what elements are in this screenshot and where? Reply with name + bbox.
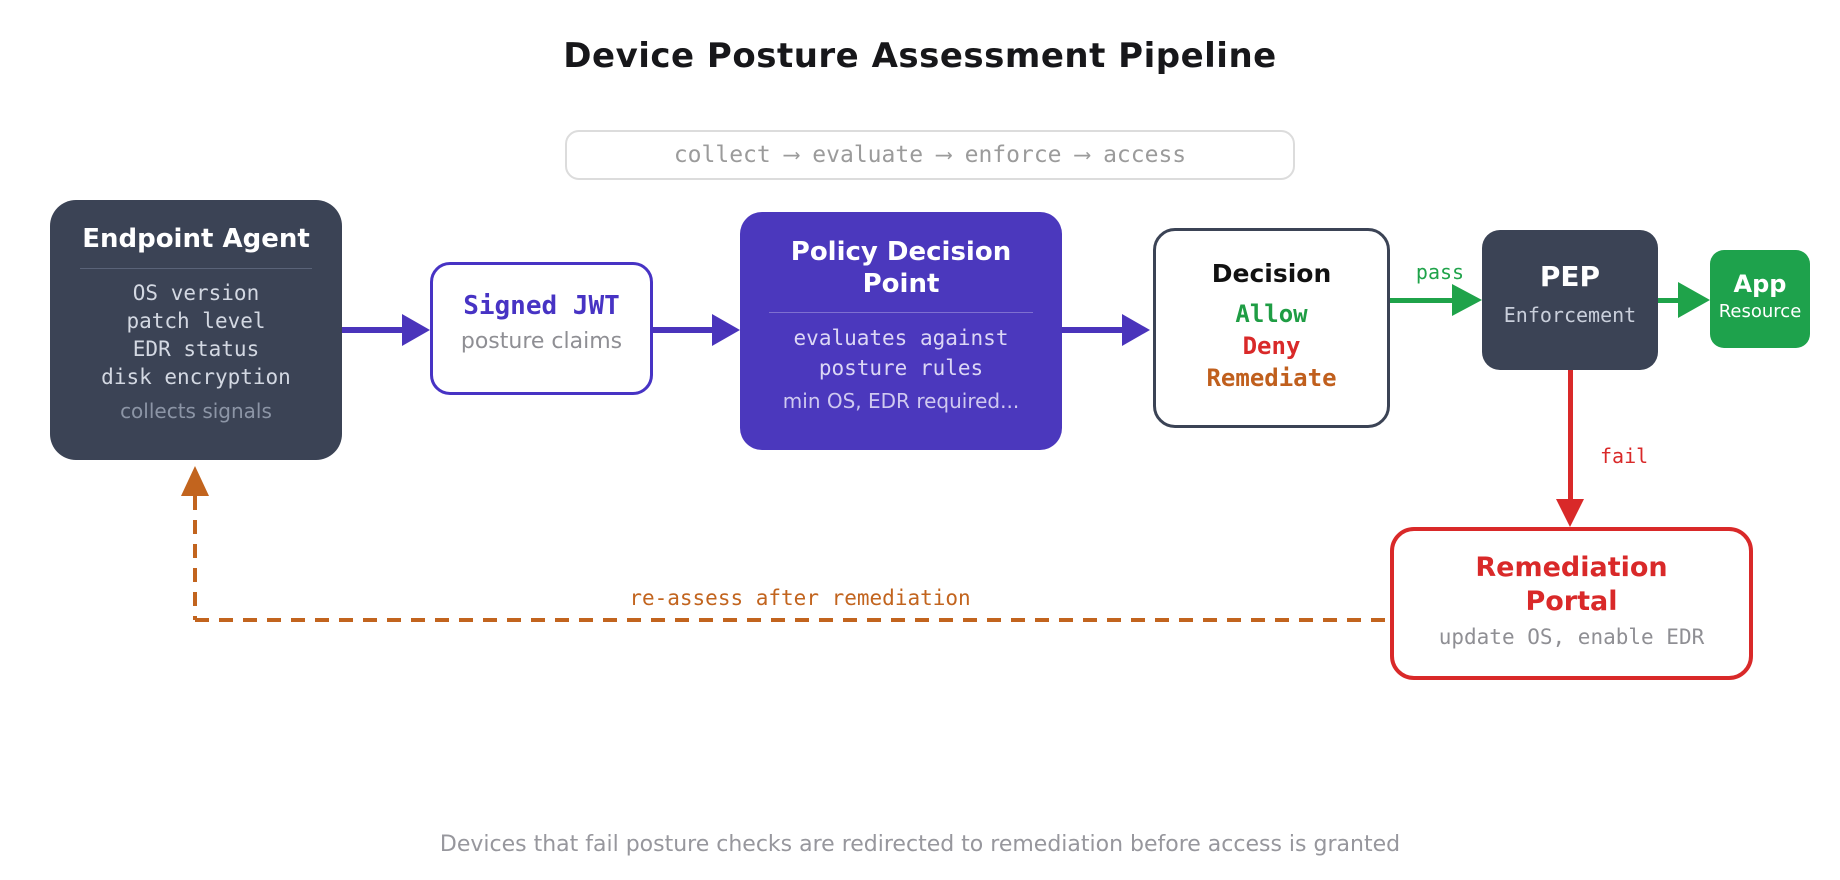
signed-jwt-subtitle: posture claims — [460, 329, 623, 354]
decision-box: Decision Allow Deny Remediate — [1153, 228, 1390, 428]
arrowhead-reassess — [181, 466, 209, 496]
endpoint-agent-divider — [80, 268, 312, 269]
decision-title: Decision — [1211, 259, 1332, 288]
policy-rule-line: posture rules — [818, 356, 984, 380]
policy-decision-point-note: min OS, EDR required... — [782, 389, 1020, 413]
endpoint-agent-box: Endpoint Agent OS version patch level ED… — [50, 200, 342, 460]
app-subtitle: Resource — [1718, 301, 1802, 322]
arrowhead-agent-to-jwt — [402, 314, 430, 346]
policy-decision-point-divider — [769, 312, 1033, 313]
arrow-agent-to-jwt — [342, 327, 402, 333]
arrowhead-jwt-to-pdp — [712, 314, 740, 346]
reassess-label: re-assess after remediation — [629, 586, 971, 610]
dashed-reassess-line-vertical — [193, 496, 197, 620]
signal-item: patch level — [126, 309, 266, 333]
arrowhead-pdp-to-decision — [1122, 314, 1150, 346]
pep-box: PEP Enforcement — [1482, 230, 1658, 370]
signed-jwt-box: Signed JWT posture claims — [430, 262, 653, 395]
signal-item: disk encryption — [101, 365, 291, 389]
arrow-fail — [1568, 370, 1573, 500]
policy-decision-point-box: Policy Decision Point evaluates against … — [740, 212, 1062, 450]
page-title: Device Posture Assessment Pipeline — [563, 36, 1277, 76]
arrow-jwt-to-pdp — [653, 327, 713, 333]
remediation-portal-box: Remediation Portal update OS, enable EDR — [1390, 527, 1753, 680]
arrow-pep-to-app — [1658, 298, 1680, 303]
fail-label: fail — [1600, 444, 1649, 468]
arrow-pass — [1390, 298, 1452, 303]
app-resource-box: App Resource — [1710, 250, 1810, 348]
arrowhead-pass — [1452, 284, 1482, 316]
signed-jwt-title: Signed JWT — [463, 291, 620, 321]
pep-title: PEP — [1539, 260, 1601, 293]
arrowhead-fail — [1556, 499, 1584, 527]
policy-rule-line: evaluates against — [793, 326, 1009, 350]
dashed-reassess-line-horizontal — [195, 618, 1390, 622]
endpoint-agent-note: collects signals — [120, 399, 272, 423]
policy-decision-point-title: Policy Decision Point — [790, 237, 1012, 299]
pep-subtitle: Enforcement — [1503, 303, 1637, 327]
decision-option-allow: Allow — [1235, 300, 1308, 328]
arrowhead-pep-to-app — [1678, 282, 1710, 318]
signal-item: EDR status — [132, 337, 260, 361]
remediation-portal-title: Remediation Portal — [1475, 552, 1668, 617]
pipeline-steps-pill: collect ⟶ evaluate ⟶ enforce ⟶ access — [565, 130, 1295, 180]
app-title: App — [1733, 270, 1787, 298]
arrow-pdp-to-decision — [1062, 327, 1122, 333]
decision-option-remediate: Remediate — [1206, 364, 1337, 392]
decision-option-deny: Deny — [1242, 332, 1301, 360]
remediation-portal-subtitle: update OS, enable EDR — [1438, 625, 1705, 649]
pipeline-steps-text: collect ⟶ evaluate ⟶ enforce ⟶ access — [673, 142, 1187, 168]
pass-label: pass — [1415, 260, 1465, 284]
signal-item: OS version — [132, 281, 260, 305]
diagram-caption: Devices that fail posture checks are red… — [439, 832, 1401, 857]
endpoint-agent-title: Endpoint Agent — [82, 224, 310, 254]
